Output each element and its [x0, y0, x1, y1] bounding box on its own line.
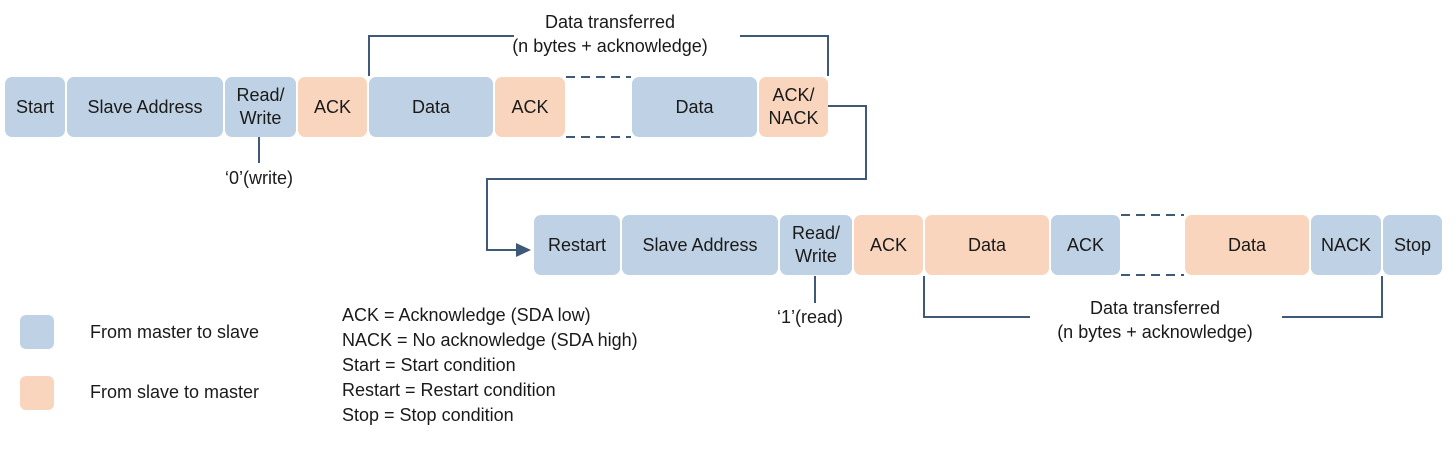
row2-ack-block: ACK — [854, 215, 923, 275]
row2-slave-address-block: Slave Address — [622, 215, 778, 275]
row1-data-transferred-label: Data transferred (n bytes + acknowledge) — [512, 12, 708, 56]
row2-rw-note: ‘1’(read) — [777, 307, 844, 327]
row1-start-block: Start — [5, 77, 65, 137]
row2-data-brace-right — [1282, 276, 1383, 318]
row2-data-block-2: Data — [1185, 215, 1309, 275]
definition-restart: Restart = Restart condition — [342, 380, 556, 400]
row2-read-write-block: Read/ Write — [780, 215, 852, 275]
row1-data-brace-right — [740, 35, 829, 76]
arrow-head-icon — [516, 243, 531, 257]
legend-master-swatch — [20, 315, 54, 349]
row1-slave-address-block: Slave Address — [67, 77, 223, 137]
row1-ack-block: ACK — [298, 77, 367, 137]
row1-data-brace — [368, 35, 514, 76]
definition-ack: ACK = Acknowledge (SDA low) — [342, 305, 591, 325]
definition-start: Start = Start condition — [342, 355, 516, 375]
row1-ack-nack-block: ACK/ NACK — [759, 77, 828, 137]
definition-nack: NACK = No acknowledge (SDA high) — [342, 330, 638, 350]
flow-connector — [486, 105, 867, 251]
definition-stop: Stop = Stop condition — [342, 405, 514, 425]
legend-slave-label: From slave to master — [90, 382, 260, 402]
legend-master-label: From master to slave — [90, 322, 260, 342]
row1-rw-note: ‘0’(write) — [225, 168, 294, 188]
row1-data-block: Data — [369, 77, 493, 137]
row2-stop-block: Stop — [1383, 215, 1442, 275]
row1-read-write-block: Read/ Write — [225, 77, 296, 137]
row2-data-brace — [923, 276, 1030, 318]
row2-restart-block: Restart — [534, 215, 620, 275]
row2-data-block: Data — [925, 215, 1049, 275]
row1-ack-block-2: ACK — [495, 77, 565, 137]
row2-nack-block: NACK — [1311, 215, 1381, 275]
row2-ack-block-2: ACK — [1051, 215, 1120, 275]
row2-data-transferred-label: Data transferred (n bytes + acknowledge) — [1057, 298, 1253, 342]
legend-slave-swatch — [20, 376, 54, 410]
row1-data-block-2: Data — [632, 77, 757, 137]
